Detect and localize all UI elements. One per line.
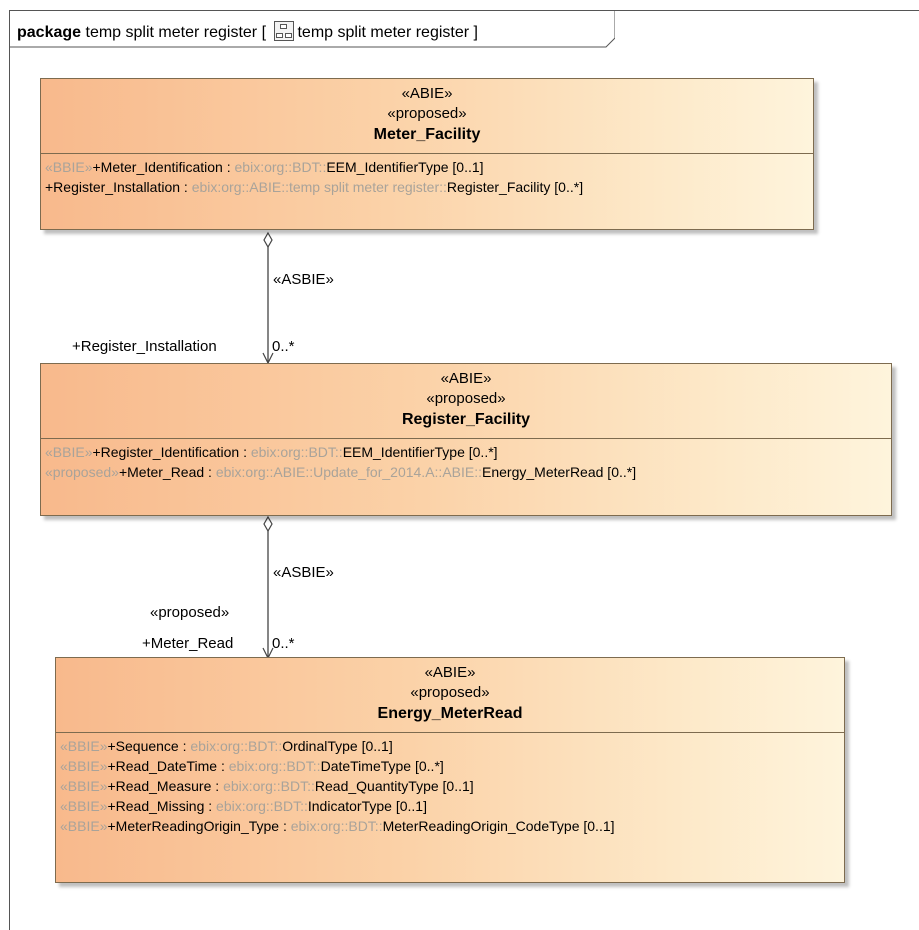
package-title: package temp split meter register [ temp… (17, 21, 478, 42)
aggregation-diamond-icon (263, 515, 273, 533)
attribute-row[interactable]: «BBIE»+Read_Measure : ebix:org::BDT::Rea… (60, 778, 474, 794)
class-stereotype-proposed: «proposed» (426, 390, 506, 407)
class-stereotype-abie: «ABIE» (440, 370, 492, 387)
class-name: Register_Facility (401, 411, 531, 428)
attribute-row[interactable]: +Register_Installation : ebix:org::ABIE:… (45, 179, 584, 195)
association-edge-2[interactable] (262, 515, 274, 660)
attribute-row[interactable]: «BBIE»+Sequence : ebix:org::BDT::Ordinal… (60, 738, 393, 754)
class-attributes: «BBIE»+Register_Identification : ebix:or… (41, 438, 891, 482)
package-tab: package temp split meter register [ temp… (9, 10, 615, 48)
association-stereotype: «ASBIE» (273, 271, 334, 288)
attribute-row[interactable]: «BBIE»+Register_Identification : ebix:or… (45, 444, 498, 460)
attribute-row[interactable]: «BBIE»+Read_Missing : ebix:org::BDT::Ind… (60, 798, 427, 814)
association-role: +Meter_Read (142, 635, 234, 652)
association-stereotype: «ASBIE» (273, 564, 334, 581)
package-keyword: package (17, 24, 82, 41)
class-header: «ABIE» «proposed» Energy_MeterRead (56, 658, 844, 725)
class-meter-facility[interactable]: «ABIE» «proposed» Meter_Facility «BBIE»+… (40, 78, 814, 230)
class-name: Meter_Facility (373, 126, 481, 143)
class-stereotype-proposed: «proposed» (387, 105, 467, 122)
association-role: +Register_Installation (72, 338, 217, 355)
bracket-open: [ (261, 24, 267, 41)
diagram-icon (274, 21, 295, 41)
diagram-name: temp split meter register (297, 24, 470, 41)
attribute-row[interactable]: «proposed»+Meter_Read : ebix:org::ABIE::… (45, 464, 637, 480)
class-header: «ABIE» «proposed» Register_Facility (41, 364, 891, 431)
class-stereotype-abie: «ABIE» (424, 664, 476, 681)
package-tab-outline (9, 10, 615, 48)
association-multiplicity: 0..* (272, 635, 295, 652)
package-frame (9, 10, 919, 930)
class-name: Energy_MeterRead (377, 705, 523, 722)
class-register-facility[interactable]: «ABIE» «proposed» Register_Facility «BBI… (40, 363, 892, 516)
package-name: temp split meter register (85, 24, 258, 41)
class-energy-meterread[interactable]: «ABIE» «proposed» Energy_MeterRead «BBIE… (55, 657, 845, 883)
class-stereotype-proposed: «proposed» (410, 684, 490, 701)
class-header: «ABIE» «proposed» Meter_Facility (41, 79, 813, 146)
association-role-stereotype: «proposed» (150, 604, 230, 621)
bracket-close: ] (473, 24, 478, 41)
aggregation-diamond-icon (263, 231, 273, 249)
association-multiplicity: 0..* (272, 338, 295, 355)
attribute-row[interactable]: «BBIE»+Meter_Identification : ebix:org::… (45, 159, 484, 175)
class-attributes: «BBIE»+Meter_Identification : ebix:org::… (41, 153, 813, 197)
class-stereotype-abie: «ABIE» (401, 85, 453, 102)
association-edge-1[interactable] (262, 231, 274, 365)
attribute-row[interactable]: «BBIE»+MeterReadingOrigin_Type : ebix:or… (60, 818, 615, 834)
attribute-row[interactable]: «BBIE»+Read_DateTime : ebix:org::BDT::Da… (60, 758, 444, 774)
class-attributes: «BBIE»+Sequence : ebix:org::BDT::Ordinal… (56, 732, 844, 836)
